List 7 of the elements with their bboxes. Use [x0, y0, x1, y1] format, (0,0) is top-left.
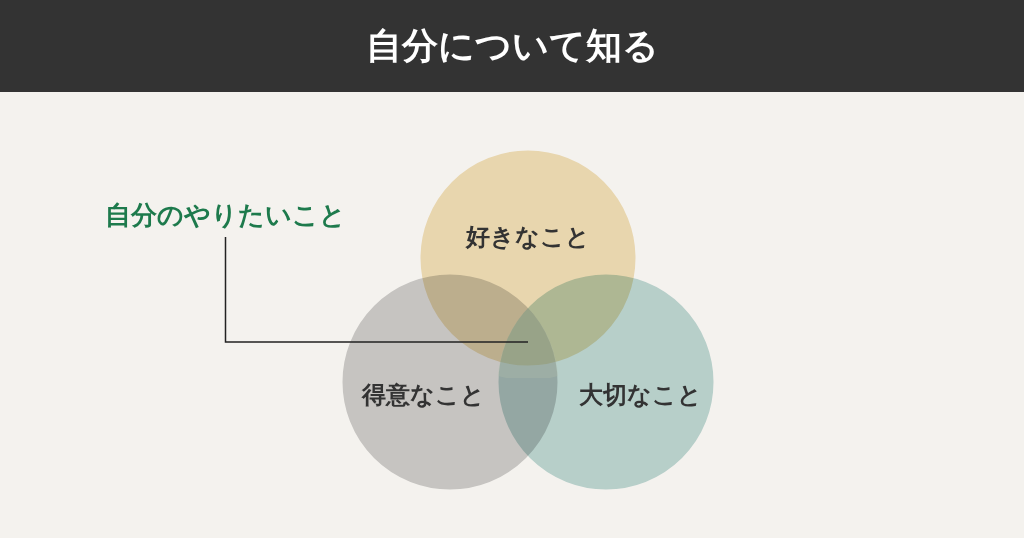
category-label: 得意なこと	[361, 380, 485, 411]
category-label: 大切なこと	[578, 380, 702, 411]
callout-label: 自分のやりたいこと	[105, 198, 346, 233]
leader-line	[224, 236, 529, 343]
category-label: 好きなこと	[466, 222, 590, 253]
title: 自分について知る	[364, 24, 660, 68]
overlap-region	[496, 306, 560, 378]
